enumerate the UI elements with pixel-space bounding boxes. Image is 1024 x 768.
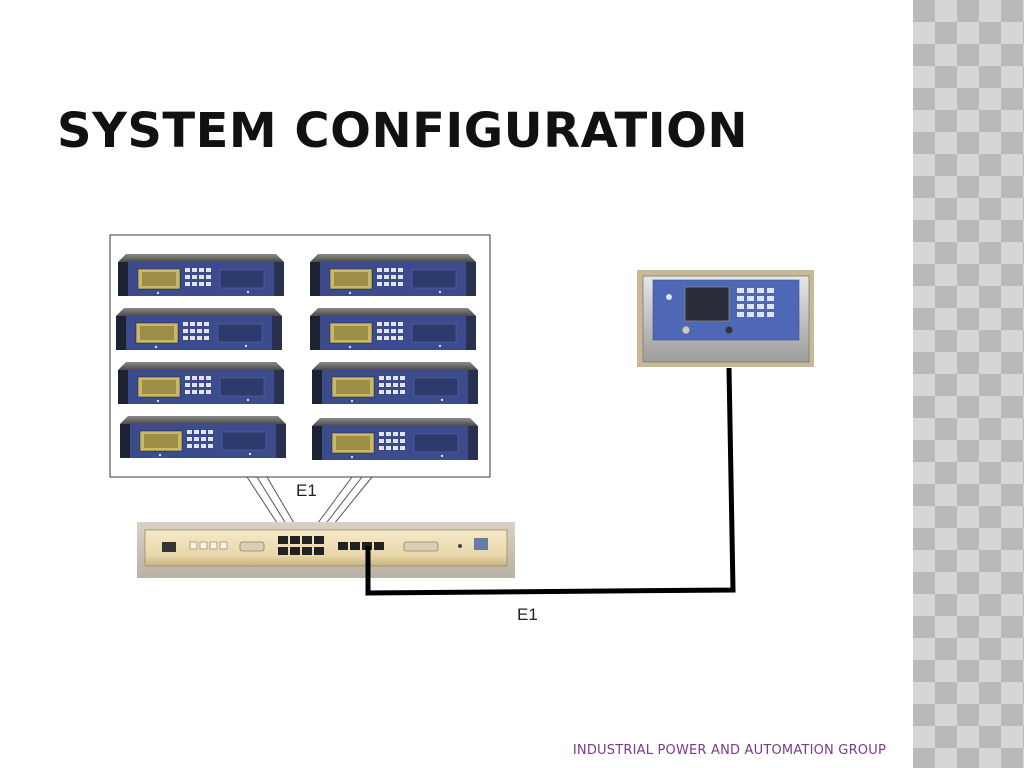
multiplexer-switch: [137, 522, 515, 578]
relay-rack-group: [109, 234, 491, 478]
rj45-port-block-a: [278, 536, 324, 555]
footer-organization: INDUSTRIAL POWER AND AUTOMATION GROUP: [572, 743, 886, 758]
e1-label-bottom: E1: [517, 605, 538, 624]
control-terminal: [637, 270, 814, 367]
e1-cable-to-terminal: [365, 367, 736, 596]
system-diagram: E1 E1: [109, 234, 814, 624]
decorative-side-band: [913, 0, 1024, 768]
slide-title: SYSTEM CONFIGURATION: [57, 103, 749, 159]
e1-label-top: E1: [296, 481, 317, 500]
